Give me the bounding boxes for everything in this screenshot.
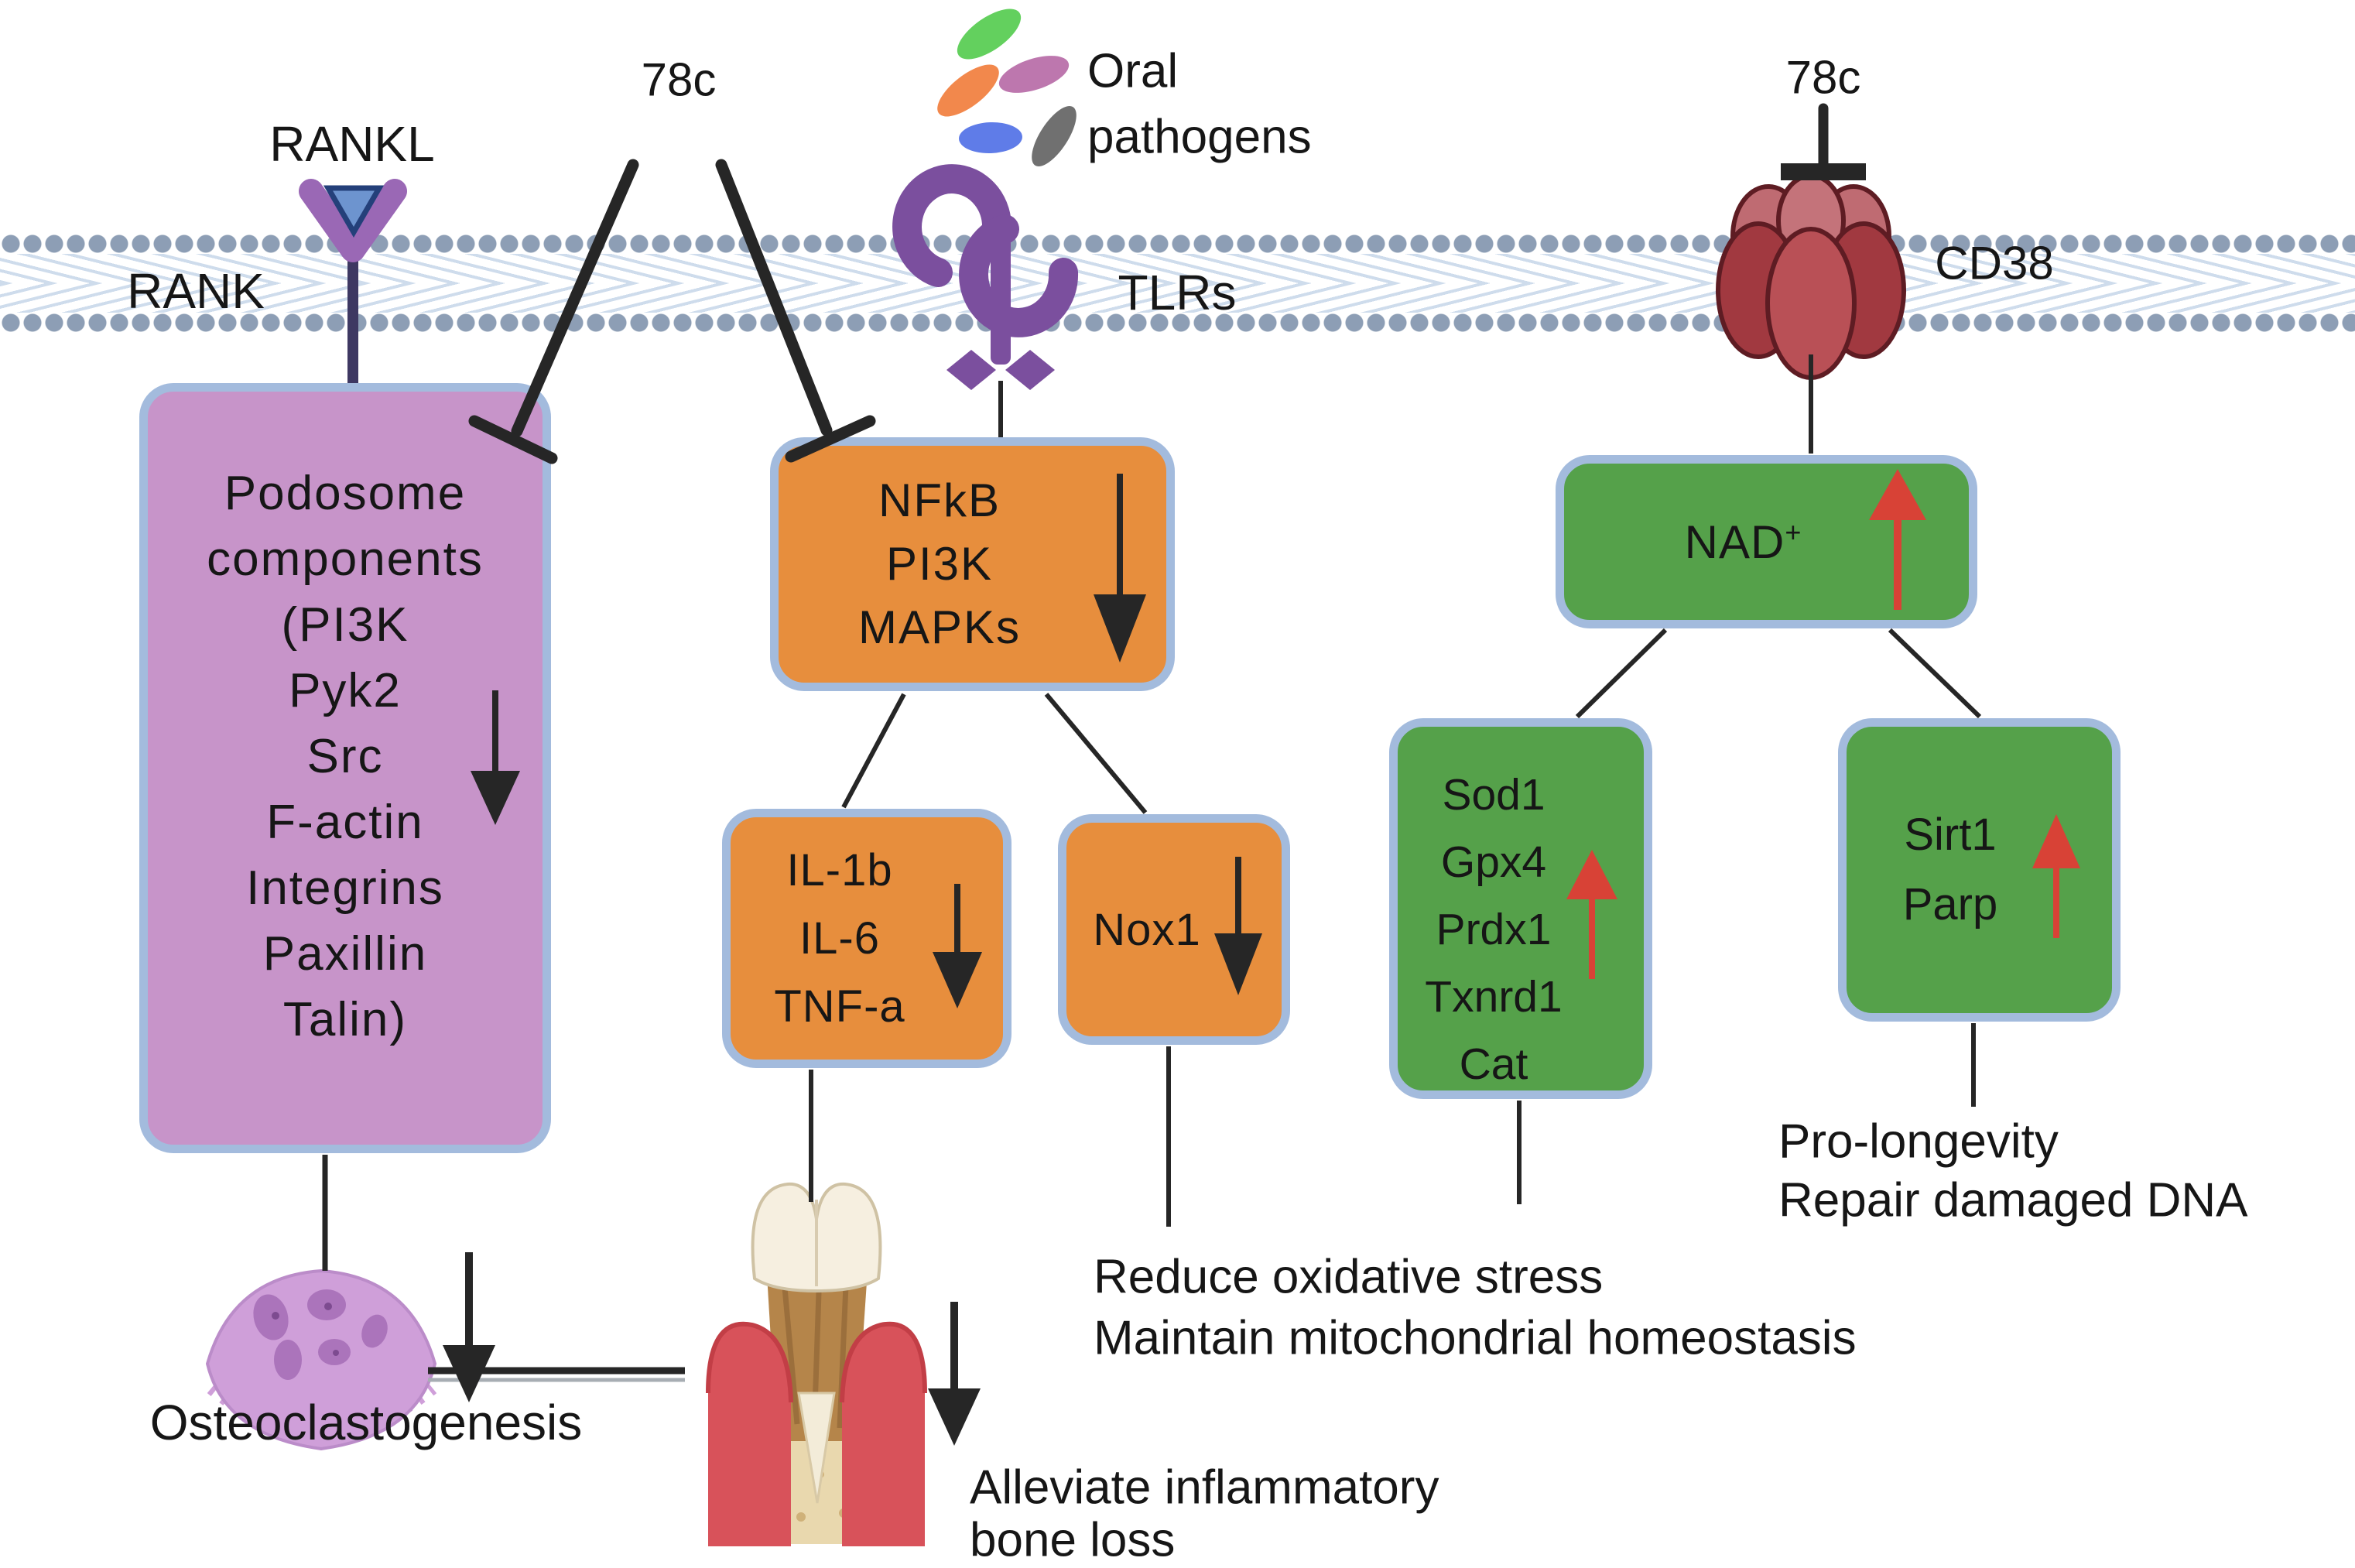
podosome-line: Podosome	[224, 467, 467, 520]
antioxidant-enzymes-box: Sod1 Gpx4 Prdx1 Txnrd1 Cat	[1389, 718, 1652, 1099]
cell-membrane-icon	[0, 232, 2355, 334]
cytokine-line: IL-1b	[786, 844, 893, 895]
rankl-label: RANKL	[269, 116, 435, 172]
antioxidant-line: Gpx4	[1440, 837, 1547, 887]
nfkb-line: NFkB	[878, 474, 1001, 526]
bone-loss-outcome-line1: Alleviate inflammatory	[970, 1460, 1439, 1515]
nfkb-line: MAPKs	[857, 601, 1022, 653]
nad-label: NAD+	[1685, 515, 1802, 569]
podosome-line: Talin)	[282, 993, 408, 1046]
nfkb-line: PI3K	[885, 538, 994, 590]
antioxidant-line: Sod1	[1442, 770, 1545, 820]
antioxidant-line: Txnrd1	[1425, 972, 1563, 1022]
membrane-heads-bottom	[0, 311, 2355, 334]
oxidative-outcome-line1: Reduce oxidative stress	[1094, 1250, 1604, 1304]
nfkb-pi3k-mapks-box: NFkB PI3K MAPKs	[770, 437, 1175, 691]
inhibitor-78c-right-label: 78c	[1785, 51, 1861, 104]
orange-bacterium-icon	[937, 64, 999, 117]
sirtuin-line: Sirt1	[1904, 810, 1997, 860]
green-bacterium-icon	[957, 9, 1022, 60]
antioxidant-line: Prdx1	[1436, 905, 1552, 954]
podosome-line: components	[207, 532, 484, 586]
cytokine-line: TNF-a	[774, 981, 905, 1032]
connector-nfkb-to-cytokines	[841, 693, 906, 809]
cytokine-line: IL-6	[799, 912, 880, 964]
tlrs-label: TLRs	[1118, 265, 1237, 320]
connector-nad-to-antioxidants	[1575, 628, 1668, 719]
osteoclastogenesis-down-arrow-icon	[443, 1252, 495, 1402]
podosome-components-box: Podosome components (PI3K Pyk2 Src F-act…	[139, 383, 551, 1153]
antioxidant-line: Cat	[1459, 1039, 1528, 1089]
gray-bacterium-icon	[1032, 106, 1077, 166]
podosome-line: Src	[306, 730, 384, 783]
bone-loss-outcome-line2: bone loss	[970, 1513, 1176, 1567]
cytokines-box: IL-1b IL-6 TNF-a	[722, 809, 1011, 1068]
oxidative-outcome-line2: Maintain mitochondrial homeostasis	[1094, 1311, 1857, 1365]
podosome-line: Paxillin	[262, 927, 428, 981]
sirtuin-line: Parp	[1902, 879, 1998, 930]
nox1-box: Nox1	[1058, 814, 1290, 1045]
nad-superscript: +	[1785, 515, 1802, 548]
longevity-outcome-line1: Pro-longevity	[1778, 1114, 2059, 1169]
longevity-outcome-line2: Repair damaged DNA	[1778, 1173, 2248, 1227]
cd38-label: CD38	[1935, 237, 2054, 289]
bone-loss-down-arrow-icon	[928, 1302, 981, 1446]
podosome-line: F-actin	[266, 796, 424, 849]
nad-box: NAD+	[1556, 455, 1977, 628]
oral-pathogens-label-line1: Oral	[1087, 44, 1179, 98]
pink-bacterium-icon	[998, 56, 1070, 93]
oral-pathogens-icon	[937, 9, 1077, 166]
inhibitor-78c-left-label: 78c	[641, 53, 717, 106]
blue-bacterium-icon	[959, 122, 1022, 154]
oral-pathogens-label-line2: pathogens	[1087, 110, 1312, 164]
membrane-tails-lower	[0, 283, 2355, 313]
podosome-line: (PI3K	[281, 598, 409, 652]
connector-nfkb-to-nox1	[1044, 693, 1148, 814]
sirt1-parp-box: Sirt1 Parp	[1838, 718, 2121, 1022]
podosome-line: Integrins	[246, 861, 444, 915]
podosome-line: Pyk2	[289, 664, 402, 717]
nox1-line: Nox1	[1093, 904, 1201, 955]
connector-nad-to-sirtuins	[1888, 628, 1982, 719]
rank-label: RANK	[127, 263, 265, 319]
nad-text: NAD	[1684, 515, 1785, 568]
tooth-icon	[706, 1182, 927, 1546]
osteoclastogenesis-label: Osteoclastogenesis	[149, 1395, 583, 1450]
